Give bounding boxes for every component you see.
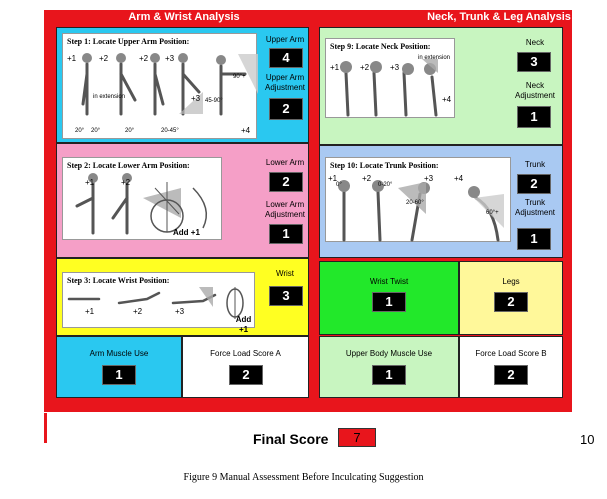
trunk-panel: Step 10: Locate Trunk Position: +1 +2 +3… xyxy=(319,145,563,258)
force-load-a-panel: Force Load Score A 2 xyxy=(182,336,309,398)
lower-arm-label: Lower Arm xyxy=(265,158,305,167)
upper-body-muscle-panel: Upper Body Muscle Use 1 xyxy=(319,336,459,398)
nk-score-2: +2 xyxy=(360,63,370,72)
lower-arm-illustration: Step 2: Locate Lower Arm Position: +1 +2… xyxy=(62,157,222,240)
wr-score-1: +1 xyxy=(85,307,95,316)
lower-arm-adjustment-score[interactable]: 1 xyxy=(269,224,303,244)
ua-angle-5: 45-90° xyxy=(205,98,223,104)
step3-title: Step 3: Locate Wrist Position: xyxy=(67,276,170,285)
wrist-panel: Step 3: Locate Wrist Position: +1 +2 +3 … xyxy=(56,258,309,336)
lower-arm-score[interactable]: 2 xyxy=(269,172,303,192)
nk-score-3: +3 xyxy=(390,63,400,72)
wr-add-note: Add +1 xyxy=(235,315,252,334)
neck-figures-icon xyxy=(340,59,438,117)
upper-arm-illustration: Step 1: Locate Upper Arm Position: +1 +2… xyxy=(62,33,258,139)
tr-angle-3: 20-60° xyxy=(406,200,424,206)
tr-angle-1: 0° xyxy=(336,182,342,188)
trunk-figures-icon xyxy=(338,180,504,242)
wrist-label: Wrist xyxy=(275,269,295,278)
trunk-score[interactable]: 2 xyxy=(517,174,551,194)
upper-body-muscle-score[interactable]: 1 xyxy=(372,365,406,385)
frame-edge xyxy=(44,413,47,443)
ua-angle-3: 20° xyxy=(125,128,135,134)
ua-score-3b: +3 xyxy=(191,94,201,103)
lower-arm-panel: Step 2: Locate Lower Arm Position: +1 +2… xyxy=(56,143,309,258)
ua-score-1: +1 xyxy=(67,54,77,63)
neck-score[interactable]: 3 xyxy=(517,52,551,72)
tr-angle-2: 0-20° xyxy=(378,182,393,188)
ua-score-3: +3 xyxy=(165,54,175,63)
wrist-illustration: Step 3: Locate Wrist Position: +1 +2 +3 … xyxy=(62,272,255,334)
force-load-b-panel: Force Load Score B 2 xyxy=(459,336,563,398)
wrist-twist-panel: Wrist Twist 1 xyxy=(319,261,459,335)
upper-arm-figures-icon xyxy=(81,53,258,116)
tr-score-3: +3 xyxy=(424,174,434,183)
step9-title: Step 9: Locate Neck Position: xyxy=(330,42,431,51)
la-score-1: +1 xyxy=(85,178,95,187)
upper-arm-score[interactable]: 4 xyxy=(269,48,303,68)
la-score-2: +2 xyxy=(121,178,131,187)
trunk-illustration: Step 10: Locate Trunk Position: +1 +2 +3… xyxy=(325,157,511,242)
neck-label: Neck xyxy=(525,38,545,47)
arm-muscle-use-panel: Arm Muscle Use 1 xyxy=(56,336,182,398)
legs-score[interactable]: 2 xyxy=(494,292,528,312)
upper-arm-label: Upper Arm xyxy=(265,35,305,44)
upper-body-muscle-label: Upper Body Muscle Use xyxy=(345,349,433,358)
page-number: 10 xyxy=(580,432,595,447)
ua-score-4: +4 xyxy=(241,126,251,135)
ua-angle-4: 20-45° xyxy=(161,128,179,134)
final-score-label: Final Score xyxy=(253,431,329,447)
ua-score-2: +2 xyxy=(99,54,109,63)
force-load-a-label: Force Load Score A xyxy=(210,349,281,358)
tr-score-4: +4 xyxy=(454,174,464,183)
neck-adjustment-score[interactable]: 1 xyxy=(517,106,551,128)
neck-illustration: Step 9: Locate Neck Position: +1 +2 +3 +… xyxy=(325,38,455,118)
arm-muscle-use-score[interactable]: 1 xyxy=(102,365,136,385)
neck-trunk-leg-header: Neck, Trunk & Leg Analysis xyxy=(427,11,571,23)
legs-panel: Legs 2 xyxy=(459,261,563,335)
wrist-score[interactable]: 3 xyxy=(269,286,303,306)
ua-extension-note: in extension xyxy=(93,94,126,100)
nk-extension-note: in extension xyxy=(418,55,451,61)
wrist-twist-label: Wrist Twist xyxy=(369,277,409,286)
wr-score-3: +3 xyxy=(175,307,185,316)
step1-title: Step 1: Locate Upper Arm Position: xyxy=(67,37,190,46)
legs-label: Legs xyxy=(502,277,520,286)
neck-adjustment-label: Neck Adjustment xyxy=(514,81,556,100)
la-add-note: Add +1 xyxy=(173,228,200,237)
ua-score-2b: +2 xyxy=(139,54,149,63)
lower-arm-adjustment-label: Lower Arm Adjustment xyxy=(264,200,306,219)
trunk-adjustment-label: Trunk Adjustment xyxy=(514,198,556,217)
wr-score-2: +2 xyxy=(133,307,143,316)
upper-arm-adjustment-label: Upper Arm Adjustment xyxy=(264,73,306,92)
nk-score-4: +4 xyxy=(442,95,452,104)
wrist-figures-icon xyxy=(67,287,244,319)
figure-caption: Figure 9 Manual Assessment Before Inculc… xyxy=(183,472,424,483)
force-load-a-score[interactable]: 2 xyxy=(229,365,263,385)
nk-score-1: +1 xyxy=(330,63,340,72)
ua-angle-6: 90°+ xyxy=(233,74,246,80)
rula-worksheet: Arm & Wrist Analysis Neck, Trunk & Leg A… xyxy=(44,10,572,413)
final-score-area xyxy=(44,412,572,448)
force-load-b-score[interactable]: 2 xyxy=(494,365,528,385)
step2-title: Step 2: Locate Lower Arm Position: xyxy=(67,161,190,170)
upper-arm-panel: Step 1: Locate Upper Arm Position: +1 +2… xyxy=(56,27,309,143)
tr-score-1: +1 xyxy=(328,174,338,183)
lower-arm-figures-icon xyxy=(75,173,208,235)
wrist-twist-score[interactable]: 1 xyxy=(372,292,406,312)
tr-angle-4: 60°+ xyxy=(486,210,499,216)
force-load-b-label: Force Load Score B xyxy=(475,349,547,358)
arm-wrist-header: Arm & Wrist Analysis xyxy=(128,11,240,23)
tr-score-2: +2 xyxy=(362,174,372,183)
step10-title: Step 10: Locate Trunk Position: xyxy=(330,161,439,170)
trunk-adjustment-score[interactable]: 1 xyxy=(517,228,551,250)
ua-angle-1: 20° xyxy=(75,128,85,134)
trunk-label: Trunk xyxy=(524,160,546,169)
arm-muscle-use-label: Arm Muscle Use xyxy=(89,349,149,358)
neck-panel: Step 9: Locate Neck Position: +1 +2 +3 +… xyxy=(319,27,563,145)
final-score-value[interactable]: 7 xyxy=(338,428,376,447)
upper-arm-adjustment-score[interactable]: 2 xyxy=(269,98,303,120)
ua-angle-2: 20° xyxy=(91,128,101,134)
